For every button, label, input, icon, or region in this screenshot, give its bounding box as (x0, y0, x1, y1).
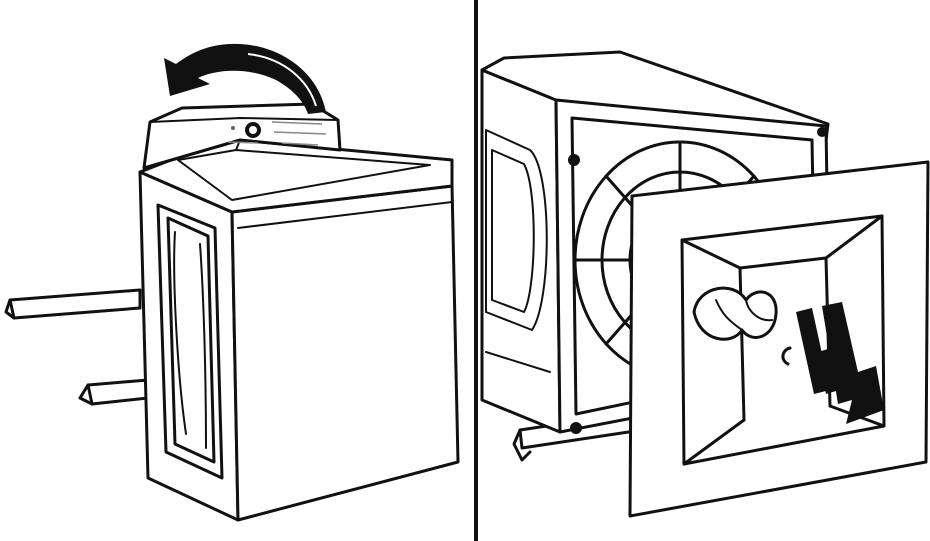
bolt-icon (568, 154, 580, 166)
left-panel (6, 44, 458, 520)
washer (140, 104, 458, 520)
washer-side (482, 70, 560, 432)
floor-rails (6, 290, 148, 404)
right-panel (482, 52, 928, 516)
bolt-icon (817, 127, 827, 137)
hose-icon (694, 288, 776, 339)
washer-front-face (140, 172, 238, 520)
bolt-icon (570, 422, 582, 434)
washer-side-face (232, 186, 458, 520)
rear-access-panel (630, 162, 928, 516)
